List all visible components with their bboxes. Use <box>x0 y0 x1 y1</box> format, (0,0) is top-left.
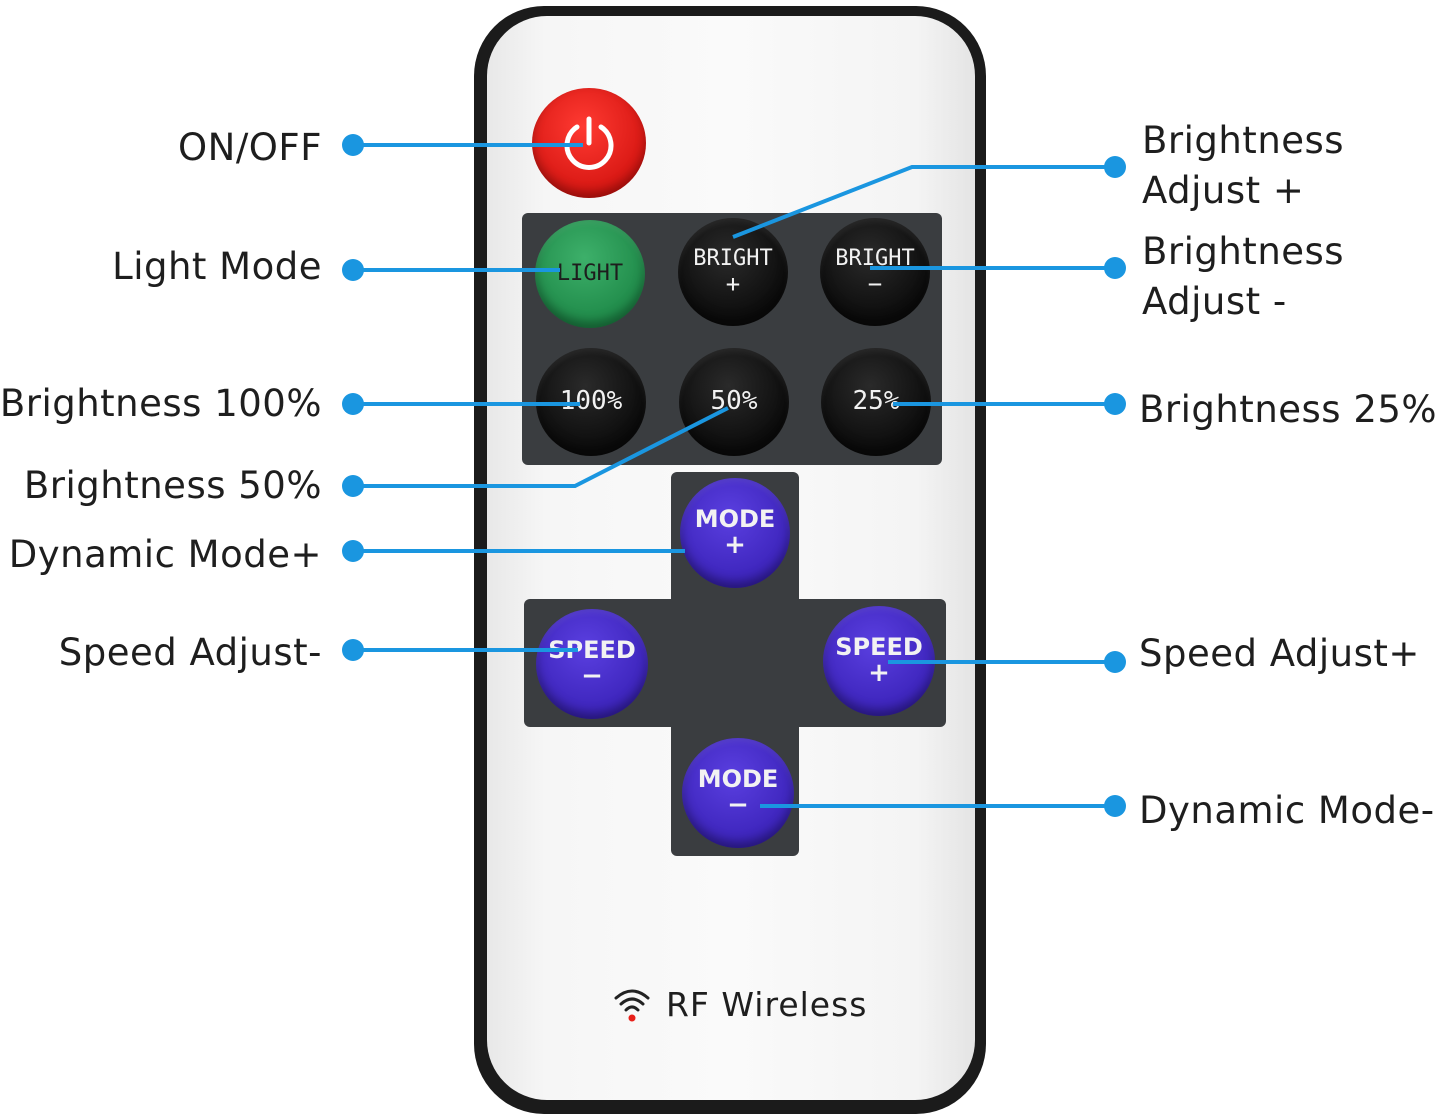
callout-dot-light-mode <box>342 259 364 281</box>
rf-wireless-brand: RF Wireless <box>612 984 867 1024</box>
speed-minus-sign: − <box>581 660 603 691</box>
light-button[interactable]: LIGHT <box>535 220 645 328</box>
label-light-mode: Light Mode <box>112 245 322 288</box>
power-icon <box>564 116 614 170</box>
callout-dot-speed-adjust-plus <box>1104 651 1126 673</box>
bright-minus-label: BRIGHT <box>835 245 915 271</box>
label-speed-adjust-plus: Speed Adjust+ <box>1139 632 1420 675</box>
label-brightness-25: Brightness 25% <box>1139 388 1438 431</box>
callout-dot-brightness-adjust-minus <box>1104 257 1126 279</box>
mode-minus-sign: − <box>727 789 749 820</box>
label-dynamic-mode-plus: Dynamic Mode+ <box>8 533 322 576</box>
label-on-off: ON/OFF <box>178 126 322 169</box>
speed-plus-label: SPEED <box>835 632 923 661</box>
callout-dot-on-off <box>342 134 364 156</box>
callout-dot-brightness-100 <box>342 393 364 415</box>
label-brightness-adjust-minus: Brightness Adjust - <box>1142 227 1344 327</box>
bright-plus-sign: + <box>725 269 741 298</box>
bright-minus-sign: − <box>867 269 883 298</box>
mode-minus-label: MODE <box>697 764 779 793</box>
mode-plus-label: MODE <box>694 504 776 533</box>
label-brightness-adjust-plus-line1: Brightness <box>1142 119 1345 162</box>
speed-plus-sign: + <box>868 657 890 688</box>
mode-minus-button[interactable]: MODE − <box>682 738 794 848</box>
bright-plus-button[interactable]: BRIGHT + <box>678 218 788 326</box>
label-brightness-adjust-minus-line1: Brightness <box>1142 230 1345 273</box>
brightness-25-label: 25% <box>852 386 900 417</box>
wifi-icon <box>614 989 650 1022</box>
brightness-100-label: 100% <box>559 386 623 417</box>
callout-line-brightness-50 <box>353 406 729 488</box>
callout-dot-dynamic-mode-plus <box>342 540 364 562</box>
brightness-50-label: 50% <box>710 386 758 417</box>
callout-dot-dynamic-mode-minus <box>1104 795 1126 817</box>
mode-plus-button[interactable]: MODE + <box>680 478 790 588</box>
bright-minus-button[interactable]: BRIGHT − <box>820 218 930 326</box>
label-dynamic-mode-minus: Dynamic Mode- <box>1139 789 1435 832</box>
callout-dot-brightness-25 <box>1104 393 1126 415</box>
speed-minus-button[interactable]: SPEED − <box>536 609 648 719</box>
mode-plus-sign: + <box>724 529 746 560</box>
label-speed-adjust-minus: Speed Adjust- <box>58 631 322 674</box>
brightness-50-button[interactable]: 50% <box>679 348 789 456</box>
callout-dot-speed-adjust-minus <box>342 639 364 661</box>
callout-line-brightness-adjust-plus <box>732 165 1115 239</box>
bright-plus-label: BRIGHT <box>693 245 773 271</box>
label-brightness-100: Brightness 100% <box>0 382 322 425</box>
callout-dot-brightness-50 <box>342 475 364 497</box>
light-button-label: LIGHT <box>556 261 624 287</box>
label-brightness-adjust-plus-line2: Adjust + <box>1142 169 1305 212</box>
label-brightness-adjust-minus-line2: Adjust - <box>1142 280 1287 323</box>
rf-wireless-text: RF Wireless <box>666 984 868 1024</box>
label-brightness-50: Brightness 50% <box>23 464 322 507</box>
callout-dot-brightness-adjust-plus <box>1104 156 1126 178</box>
label-brightness-adjust-plus: Brightness Adjust + <box>1142 116 1344 216</box>
